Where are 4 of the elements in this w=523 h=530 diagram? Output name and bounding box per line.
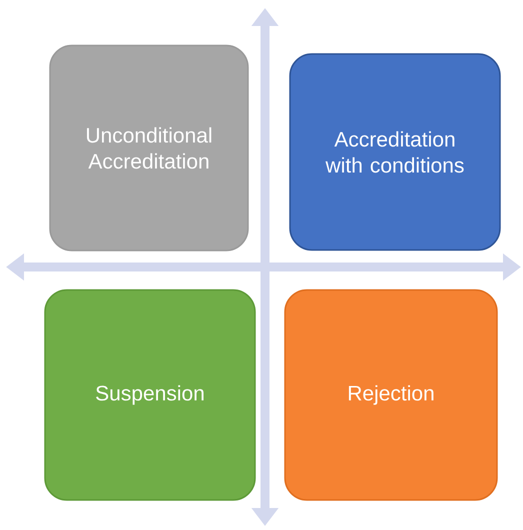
rounded-box: Suspension [44,289,256,501]
rounded-box: Unconditional Accreditation [49,44,249,252]
rounded-box: Rejection [284,289,498,501]
rounded-box: Accreditation with conditions [289,53,501,251]
